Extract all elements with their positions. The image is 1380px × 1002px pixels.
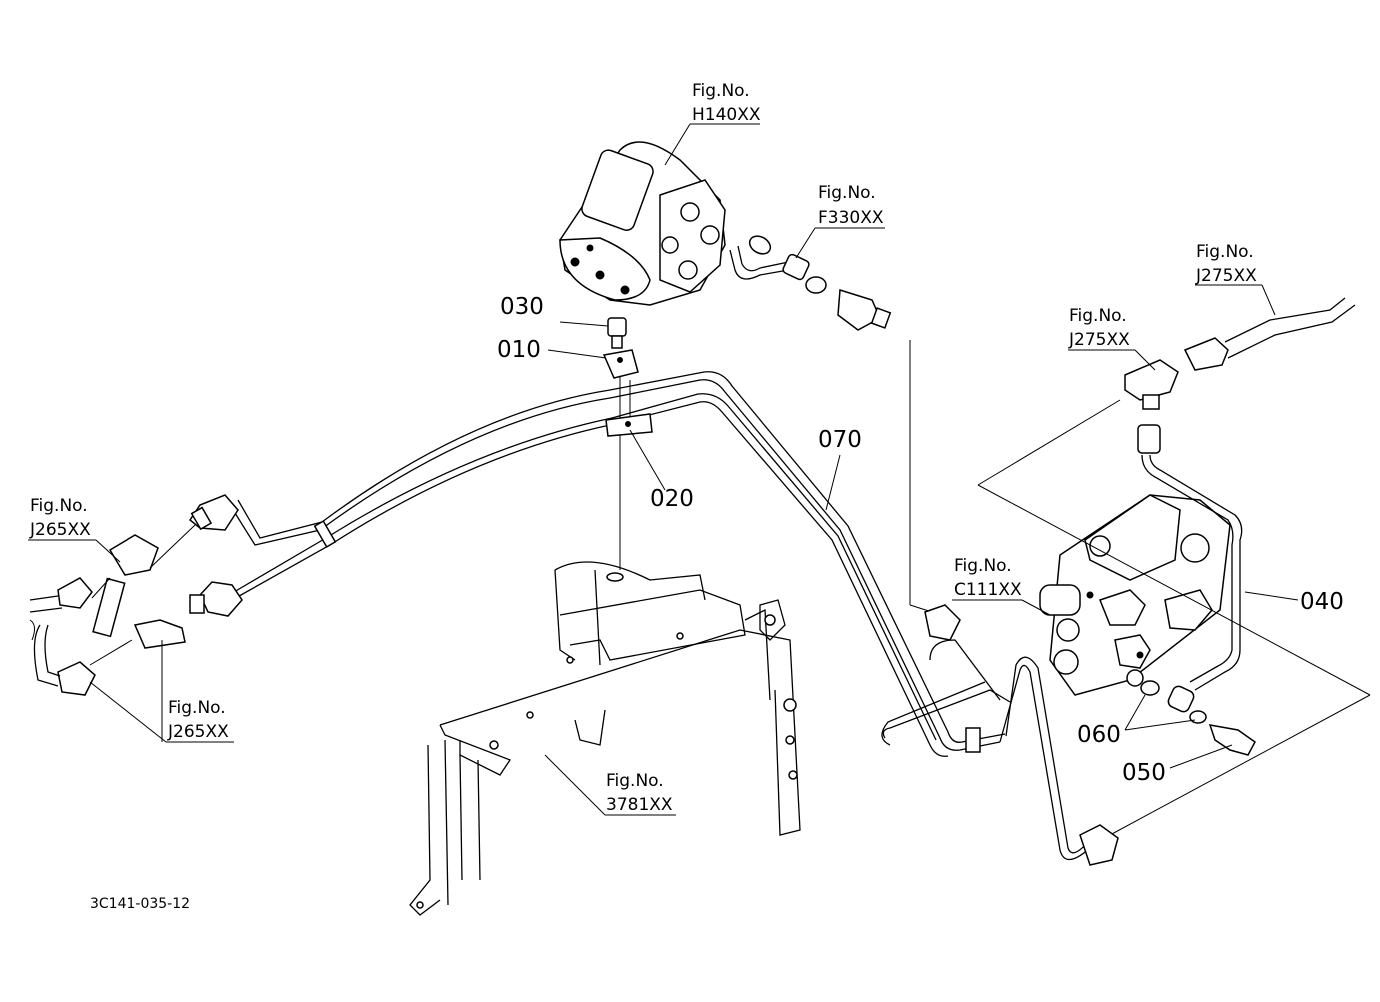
callout-code: J265XX	[29, 520, 91, 540]
pipe-clamp-left	[313, 520, 337, 548]
part-number-060: 060	[1077, 722, 1121, 748]
callout-code: H140XX	[692, 105, 761, 125]
pipe-040	[1124, 297, 1356, 691]
callout-label: Fig.No.	[1196, 242, 1254, 262]
frame-bracket	[409, 561, 801, 916]
callout-label: Fig.No.	[818, 183, 876, 203]
callout-code: 3781XX	[606, 795, 673, 815]
steering-unit	[559, 141, 726, 306]
part-number-010: 010	[497, 337, 541, 363]
pipe-070	[229, 371, 1091, 861]
fitting-f330	[729, 235, 892, 331]
callout-j275-mid: Fig.No. J275XX	[1068, 306, 1130, 350]
callout-3781: Fig.No. 3781XX	[606, 771, 673, 815]
fitting-070-end	[924, 604, 1119, 866]
leader-lines	[619, 340, 933, 613]
callout-code: J275XX	[1195, 266, 1257, 286]
callout-leaders	[28, 123, 1371, 836]
callout-j265-left: Fig.No. J265XX	[29, 496, 91, 540]
part-number-040: 040	[1300, 589, 1344, 615]
callout-code: F330XX	[818, 208, 884, 228]
callout-f330: Fig.No. F330XX	[818, 183, 884, 228]
part-number-050: 050	[1122, 760, 1166, 786]
pipe-clamp-right	[965, 727, 981, 753]
callout-code: J265XX	[167, 722, 229, 742]
callout-c111: Fig.No. C111XX	[954, 556, 1022, 600]
callout-label: Fig.No.	[606, 771, 664, 791]
drawing-code: 3C141-035-12	[90, 896, 190, 912]
callout-label: Fig.No.	[1069, 306, 1127, 326]
clip-assembly	[602, 317, 653, 437]
callout-label: Fig.No.	[692, 81, 750, 101]
control-valve	[1039, 494, 1231, 696]
callout-label: Fig.No.	[30, 496, 88, 516]
callout-code: C111XX	[954, 580, 1022, 600]
callout-h140: Fig.No. H140XX	[692, 81, 761, 125]
callout-code: J275XX	[1068, 330, 1130, 350]
part-number-030: 030	[500, 294, 544, 320]
callout-j275-top: Fig.No. J275XX	[1195, 242, 1257, 286]
callout-label: Fig.No.	[954, 556, 1012, 576]
callout-j265-bottom: Fig.No. J265XX	[167, 698, 229, 742]
callout-label: Fig.No.	[168, 698, 226, 718]
fitting-j265	[29, 494, 243, 696]
washers-bolt	[1140, 680, 1256, 756]
part-number-070: 070	[818, 427, 862, 453]
part-number-020: 020	[650, 486, 694, 512]
